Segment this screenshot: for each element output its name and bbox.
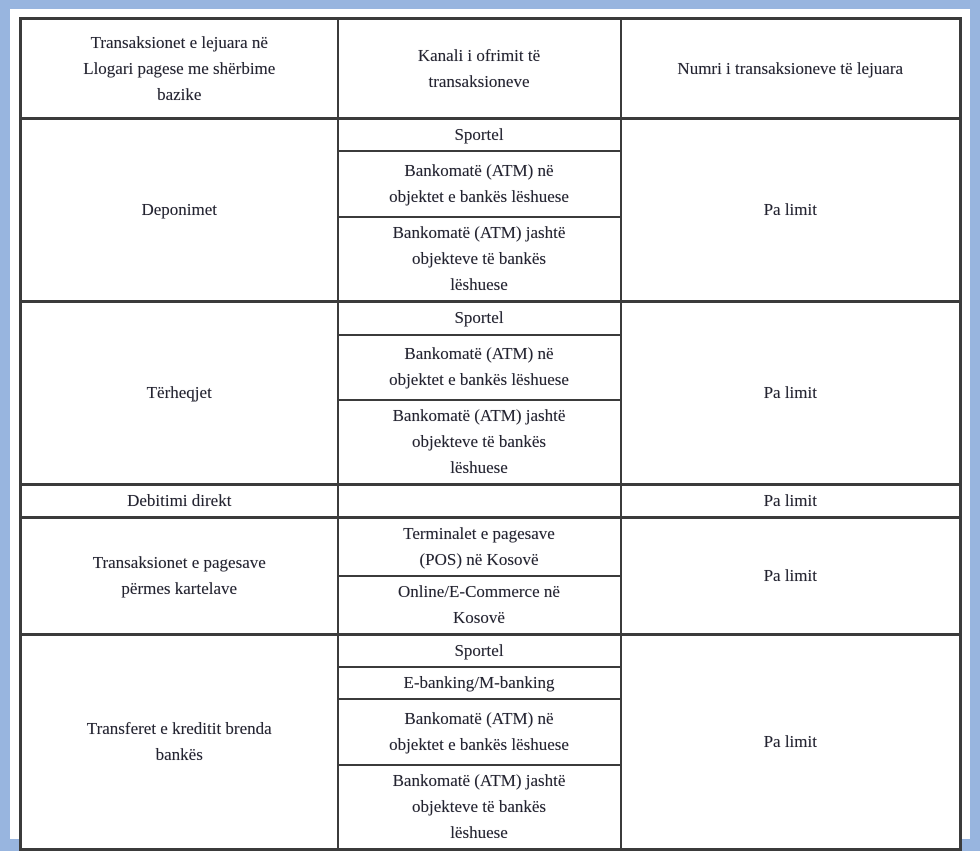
limit-cell: Pa limit <box>619 515 962 635</box>
limit-cell: Pa limit <box>619 300 962 485</box>
channel-cell: E-banking/M-banking <box>336 665 622 700</box>
table-row: Online/E-Commerce në Kosovë <box>21 574 961 635</box>
channel-cell: Bankomatë (ATM) jashtë objekteve të bank… <box>336 763 622 850</box>
basic-account-transactions-table: Transaksionet e lejuara në Llogari pages… <box>19 17 962 851</box>
table-row: Bankomatë (ATM) jashtë objekteve të bank… <box>21 763 961 850</box>
channel-cell: Bankomatë (ATM) jashtë objekteve të bank… <box>336 398 622 485</box>
document-page: Transaksionet e lejuara në Llogari pages… <box>10 9 970 851</box>
channel-cell: Terminalet e pagesave (POS) në Kosovë <box>336 515 622 577</box>
transaction-type-cell: Debitimi direkt <box>19 482 339 518</box>
table-row: Tërheqjet Sportel Pa limit <box>19 300 962 485</box>
table-row: Deponimet Sportel Pa limit <box>19 117 962 303</box>
channel-cell: Bankomatë (ATM) jashtë objekteve të bank… <box>336 216 622 303</box>
transaction-type-cell: Deponimet <box>19 117 339 303</box>
table-row: Transaksionet e pagesave përmes kartelav… <box>19 515 962 635</box>
transaction-type-cell: Transaksionet e pagesave përmes kartelav… <box>19 515 339 635</box>
header-limit-column: Numri i transaksioneve të lejuara <box>619 17 962 120</box>
table-row: Bankomatë (ATM) në objektet e bankës lës… <box>21 150 961 218</box>
table-row: Debitimi direkt Pa limit <box>19 482 962 518</box>
header-transactions-column: Transaksionet e lejuara në Llogari pages… <box>19 17 339 120</box>
channel-cell: Sportel <box>336 632 622 668</box>
table-row: Bankomatë (ATM) në objektet e bankës lës… <box>21 697 961 766</box>
limit-cell: Pa limit <box>619 482 962 518</box>
channel-cell <box>336 482 622 518</box>
transaction-type-cell: Transferet e kreditit brenda bankës <box>19 632 339 850</box>
channel-cell: Online/E-Commerce në Kosovë <box>336 574 622 635</box>
table-row: Bankomatë (ATM) në objektet e bankës lës… <box>21 333 961 401</box>
limit-cell: Pa limit <box>619 117 962 303</box>
table-row: E-banking/M-banking <box>21 665 961 700</box>
table-row: Bankomatë (ATM) jashtë objekteve të bank… <box>21 216 961 303</box>
channel-cell: Bankomatë (ATM) në objektet e bankës lës… <box>336 697 622 766</box>
table-row: Transferet e kreditit brenda bankës Spor… <box>19 632 962 850</box>
channel-cell: Bankomatë (ATM) në objektet e bankës lës… <box>336 333 622 401</box>
table-row: Bankomatë (ATM) jashtë objekteve të bank… <box>21 398 961 485</box>
header-channel-column: Kanali i ofrimit të transaksioneve <box>336 17 622 120</box>
channel-cell: Sportel <box>336 300 622 336</box>
transaction-type-cell: Tërheqjet <box>19 300 339 485</box>
channel-cell: Sportel <box>336 117 622 152</box>
limit-cell: Pa limit <box>619 632 962 850</box>
channel-cell: Bankomatë (ATM) në objektet e bankës lës… <box>336 150 622 218</box>
header-row: Transaksionet e lejuara në Llogari pages… <box>19 17 962 120</box>
